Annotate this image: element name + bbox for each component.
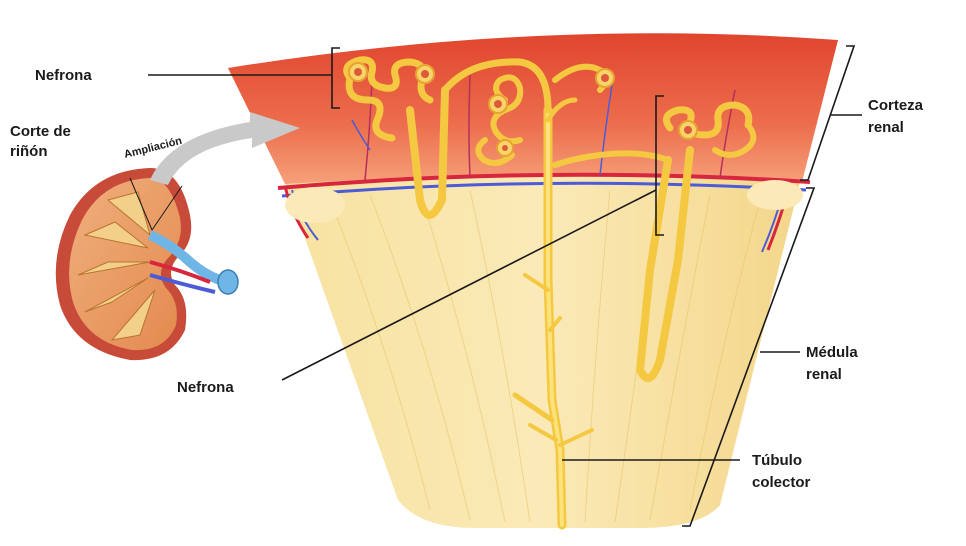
label-tubulo-line2: colector — [752, 474, 811, 491]
ureter — [218, 270, 238, 294]
label-corte-line1: Corte de — [10, 123, 71, 140]
label-medula-line1: Médula — [806, 344, 858, 361]
label-corteza-line1: Corteza — [868, 97, 924, 114]
label-tubulo-line1: Túbulo — [752, 452, 802, 469]
kidney-cross-section — [56, 168, 238, 360]
label-nefrona-bottom: Nefrona — [177, 379, 234, 396]
label-medula-line2: renal — [806, 366, 842, 383]
label-corte-line2: riñón — [10, 143, 48, 160]
label-nefrona-top: Nefrona — [35, 67, 92, 84]
label-corteza-line2: renal — [868, 119, 904, 136]
